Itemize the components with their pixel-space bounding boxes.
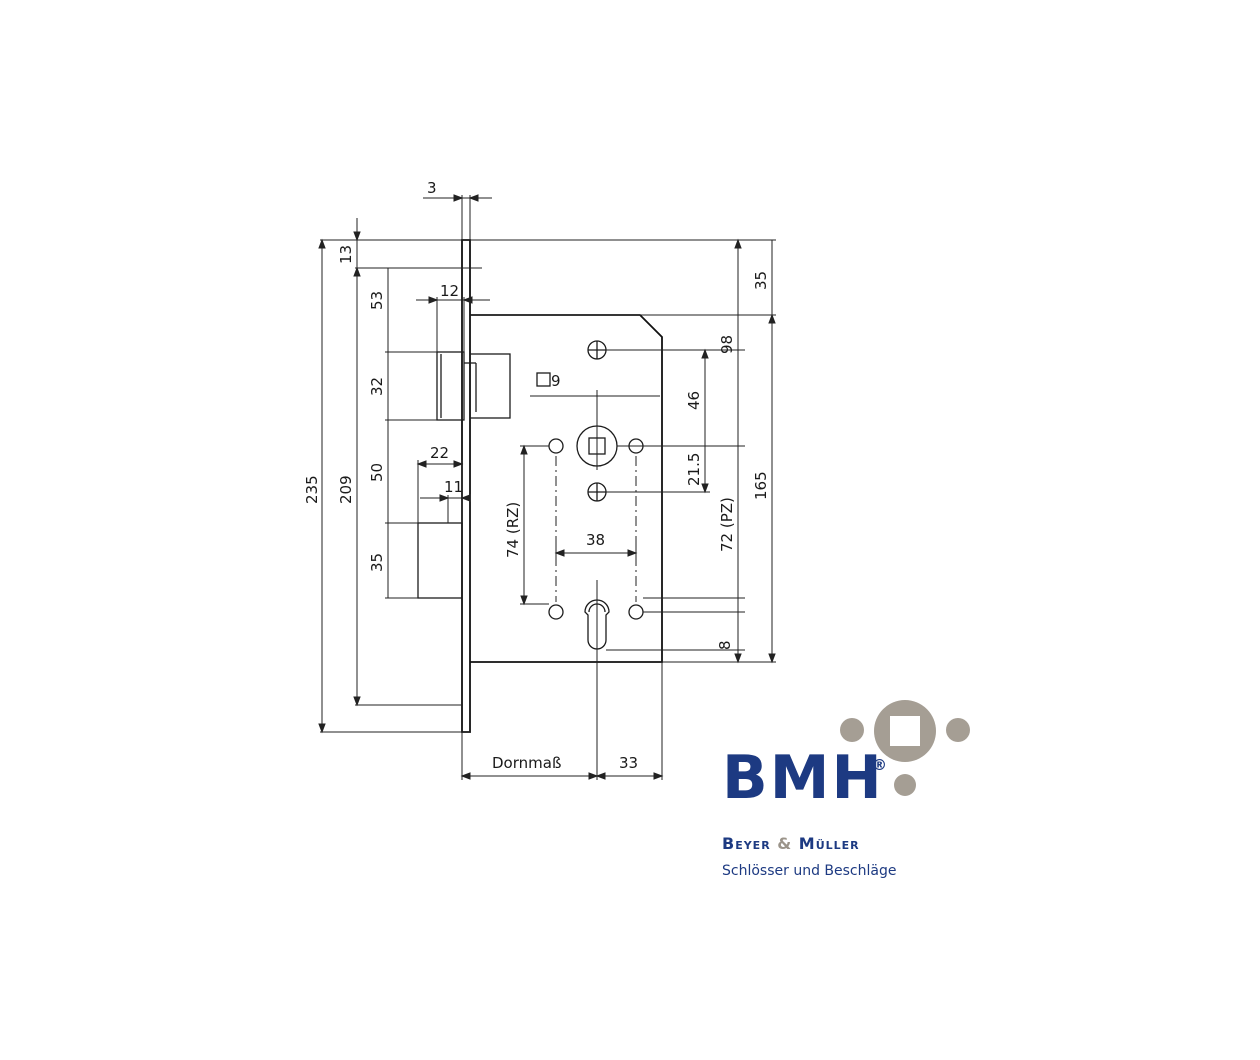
company-name: Beyer & Müller <box>722 834 860 853</box>
latch-inner <box>469 353 511 419</box>
dim-spindle-square: 9 <box>551 372 561 390</box>
bmh-logo: BMH ® Beyer & Müller Schlösser und Besch… <box>690 680 980 900</box>
dim-latch-offset: 53 <box>368 291 386 310</box>
hole-left-lower <box>548 604 564 620</box>
logo-dot-left <box>840 718 864 742</box>
faceplate <box>461 239 471 733</box>
dim-faceplate-length: 235 <box>303 475 321 504</box>
dim-backset-label: Dornmaß <box>492 754 561 772</box>
dim-faceplate-thickness: 3 <box>427 179 437 197</box>
dim-screw-spacing: 209 <box>337 475 355 504</box>
cylinder-cutout <box>584 599 610 650</box>
square-symbol-icon <box>536 372 551 387</box>
dim-bolt-width: 11 <box>444 478 463 496</box>
dim-screw-spacing-horizontal: 38 <box>586 531 605 549</box>
dim-pz-distance: 72 (PZ) <box>718 497 736 552</box>
dim-case-top-offset: 35 <box>752 271 770 290</box>
latch-bolt <box>436 351 465 421</box>
logo-square-icon <box>874 700 936 762</box>
dim-case-edge: 33 <box>619 754 638 772</box>
dim-screw-top: 98 <box>718 335 736 354</box>
hole-left-upper <box>548 438 564 454</box>
brand-name: BMH <box>722 743 884 813</box>
dim-latch-height: 32 <box>368 377 386 396</box>
logo-dot-bottom <box>894 774 916 796</box>
dim-top-offset: 13 <box>337 245 355 264</box>
dim-rz-distance: 74 (RZ) <box>504 502 522 558</box>
dim-bolt-projection: 22 <box>430 444 449 462</box>
dead-bolt <box>417 522 463 599</box>
company-tagline: Schlösser und Beschläge <box>722 863 897 879</box>
screw-hole-middle <box>587 482 607 502</box>
dim-bottom-offset: 8 <box>716 640 734 650</box>
dim-bolt-height: 35 <box>368 553 386 572</box>
hole-right-lower <box>628 604 644 620</box>
dim-spindle-hole: 21.5 <box>685 453 703 486</box>
screw-hole-top <box>587 340 607 360</box>
dim-spindle-dist: 46 <box>685 391 703 410</box>
registered-mark: ® <box>872 756 887 774</box>
dim-latch-width: 12 <box>440 282 459 300</box>
logo-dot-right <box>946 718 970 742</box>
lock-case <box>470 314 663 663</box>
dim-gap-latch-bolt: 50 <box>368 463 386 482</box>
spindle-follower <box>576 390 618 470</box>
dim-case-height: 165 <box>752 471 770 500</box>
